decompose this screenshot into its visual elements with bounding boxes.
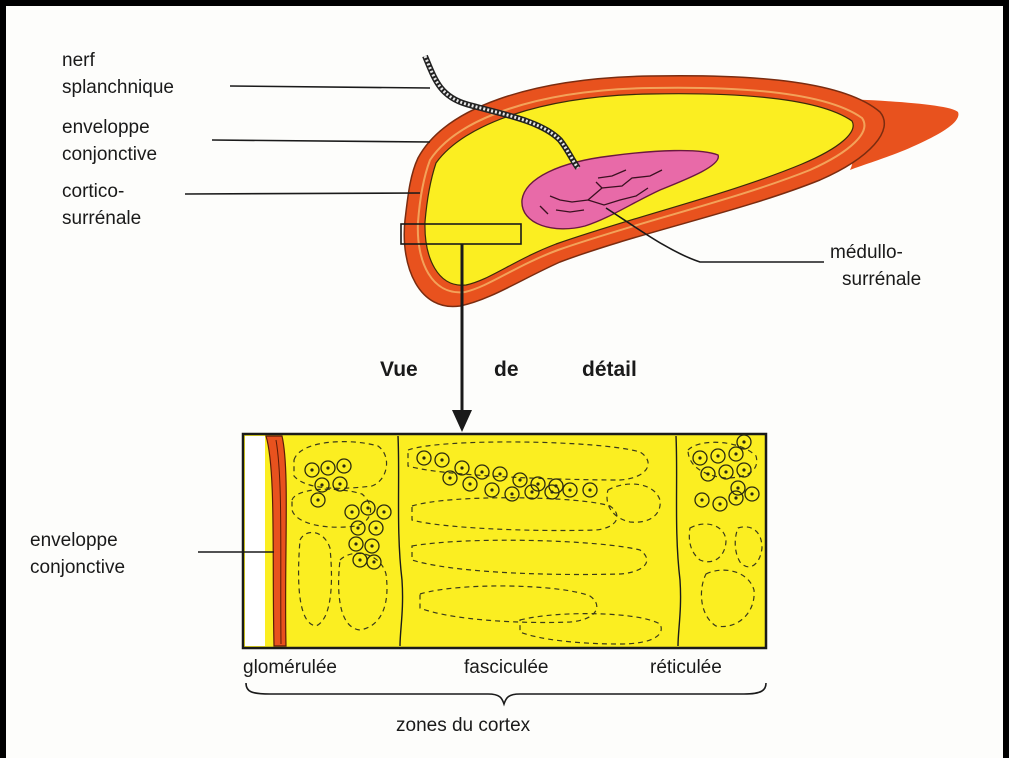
cell-nucleus bbox=[480, 470, 483, 473]
cell-nucleus bbox=[372, 560, 375, 563]
label-zone-glomerulee: glomérulée bbox=[243, 657, 337, 678]
label-zone-reticulee: réticulée bbox=[650, 657, 722, 678]
cell-nucleus bbox=[742, 468, 745, 471]
label-zone-fasciculee: fasciculée bbox=[464, 657, 549, 678]
cell-nucleus bbox=[468, 482, 471, 485]
cell-nucleus bbox=[422, 456, 425, 459]
title-de: de bbox=[494, 358, 519, 381]
cell-nucleus bbox=[718, 502, 721, 505]
label-conjonctive: conjonctive bbox=[62, 144, 157, 165]
label-surrenale-medulla: surrénale bbox=[842, 269, 921, 290]
cell-nucleus bbox=[736, 486, 739, 489]
label-conjonctive-detail: conjonctive bbox=[30, 557, 125, 578]
cell-nucleus bbox=[448, 476, 451, 479]
cell-nucleus bbox=[374, 526, 377, 529]
cell-nucleus bbox=[440, 458, 443, 461]
cell-nucleus bbox=[700, 498, 703, 501]
label-nerf: nerf bbox=[62, 50, 95, 71]
cell-nucleus bbox=[342, 464, 345, 467]
cell-nucleus bbox=[370, 544, 373, 547]
cell-nucleus bbox=[366, 506, 369, 509]
label-enveloppe-detail: enveloppe bbox=[30, 530, 118, 551]
detail-view bbox=[243, 434, 766, 648]
cell-nucleus bbox=[356, 526, 359, 529]
cell-nucleus bbox=[326, 466, 329, 469]
cell-nucleus bbox=[588, 488, 591, 491]
cell-nucleus bbox=[706, 472, 709, 475]
cell-nucleus bbox=[716, 454, 719, 457]
cell-nucleus bbox=[550, 490, 553, 493]
cell-nucleus bbox=[310, 468, 313, 471]
cell-nucleus bbox=[734, 452, 737, 455]
cell-nucleus bbox=[750, 492, 753, 495]
label-cortico: cortico- bbox=[62, 181, 124, 202]
cell-nucleus bbox=[536, 482, 539, 485]
cell-nucleus bbox=[490, 488, 493, 491]
label-enveloppe: enveloppe bbox=[62, 117, 150, 138]
title-detail: détail bbox=[582, 358, 637, 381]
cell-nucleus bbox=[316, 498, 319, 501]
label-surrenale-cortex: surrénale bbox=[62, 208, 141, 229]
cell-nucleus bbox=[724, 470, 727, 473]
cell-nucleus bbox=[460, 466, 463, 469]
zones-brace bbox=[246, 683, 766, 704]
caption-zones-cortex: zones du cortex bbox=[396, 715, 531, 736]
cell-nucleus bbox=[530, 490, 533, 493]
cell-nucleus bbox=[350, 510, 353, 513]
cell-nucleus bbox=[354, 542, 357, 545]
title-vue: Vue bbox=[380, 358, 418, 381]
cell-nucleus bbox=[358, 558, 361, 561]
cell-nucleus bbox=[382, 510, 385, 513]
cell-nucleus bbox=[698, 456, 701, 459]
cell-nucleus bbox=[518, 478, 521, 481]
cell-nucleus bbox=[338, 482, 341, 485]
cell-nucleus bbox=[734, 496, 737, 499]
cell-nucleus bbox=[742, 440, 745, 443]
cell-nucleus bbox=[568, 488, 571, 491]
label-medullo: médullo- bbox=[830, 242, 903, 263]
cell-nucleus bbox=[510, 492, 513, 495]
label-splanchnique: splanchnique bbox=[62, 77, 174, 98]
cell-nucleus bbox=[498, 472, 501, 475]
cell-nucleus bbox=[320, 483, 323, 486]
